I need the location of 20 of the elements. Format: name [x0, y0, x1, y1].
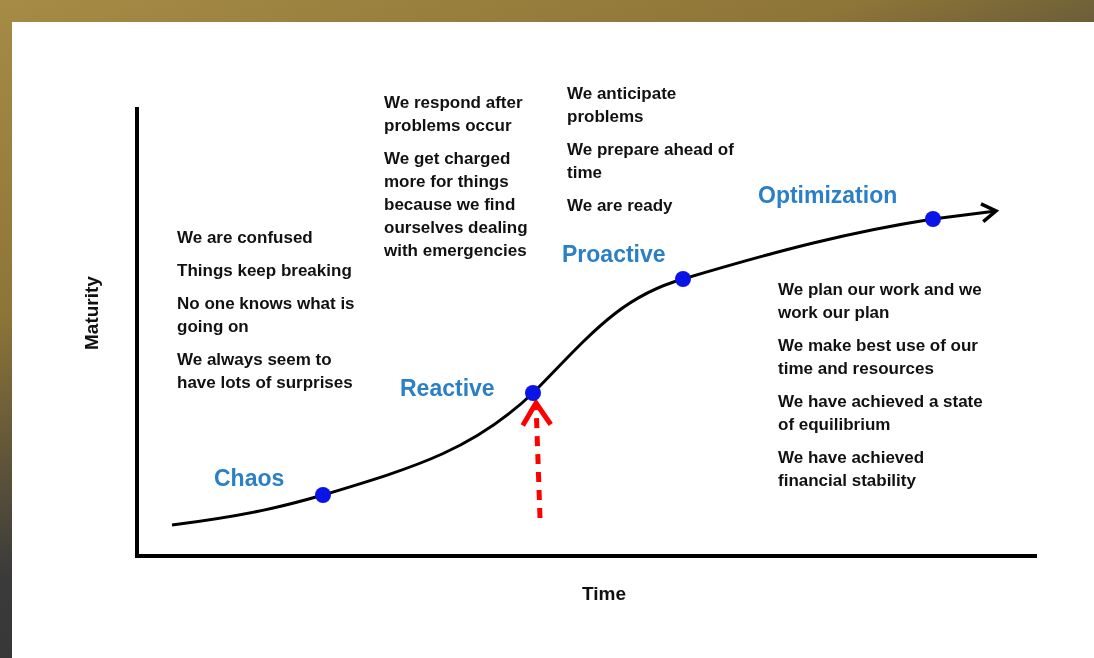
description-text: We prepare ahead of time: [567, 139, 735, 184]
description-text: We have achieved financial stability: [778, 447, 926, 492]
description-text: We are confused: [177, 227, 314, 249]
description-text: We make best use of our time and resources: [778, 335, 979, 380]
axis-label: Maturity: [80, 276, 103, 350]
stage-label: Reactive: [400, 375, 495, 402]
axis-label: Time: [582, 583, 626, 605]
dashed-arrow: [520, 400, 554, 519]
description-text: We get charged more for things because we find ourselves dealing with emergencies: [384, 148, 529, 262]
description-text: Things keep breaking: [177, 260, 353, 282]
description-text: We have achieved a state of equilibrium: [778, 391, 984, 436]
description-text: We anticipate problems: [567, 83, 678, 128]
description-text: We respond after problems occur: [384, 92, 524, 137]
description-text: We are ready: [567, 195, 674, 217]
stage-label: Proactive: [562, 241, 666, 268]
stage-label: Chaos: [214, 465, 285, 492]
stage-label: Optimization: [758, 182, 898, 209]
description-text: We plan our work and we work our plan: [778, 279, 983, 324]
description-text: No one knows what is going on: [177, 293, 356, 338]
description-text: We always seem to have lots of surprises: [177, 349, 354, 394]
